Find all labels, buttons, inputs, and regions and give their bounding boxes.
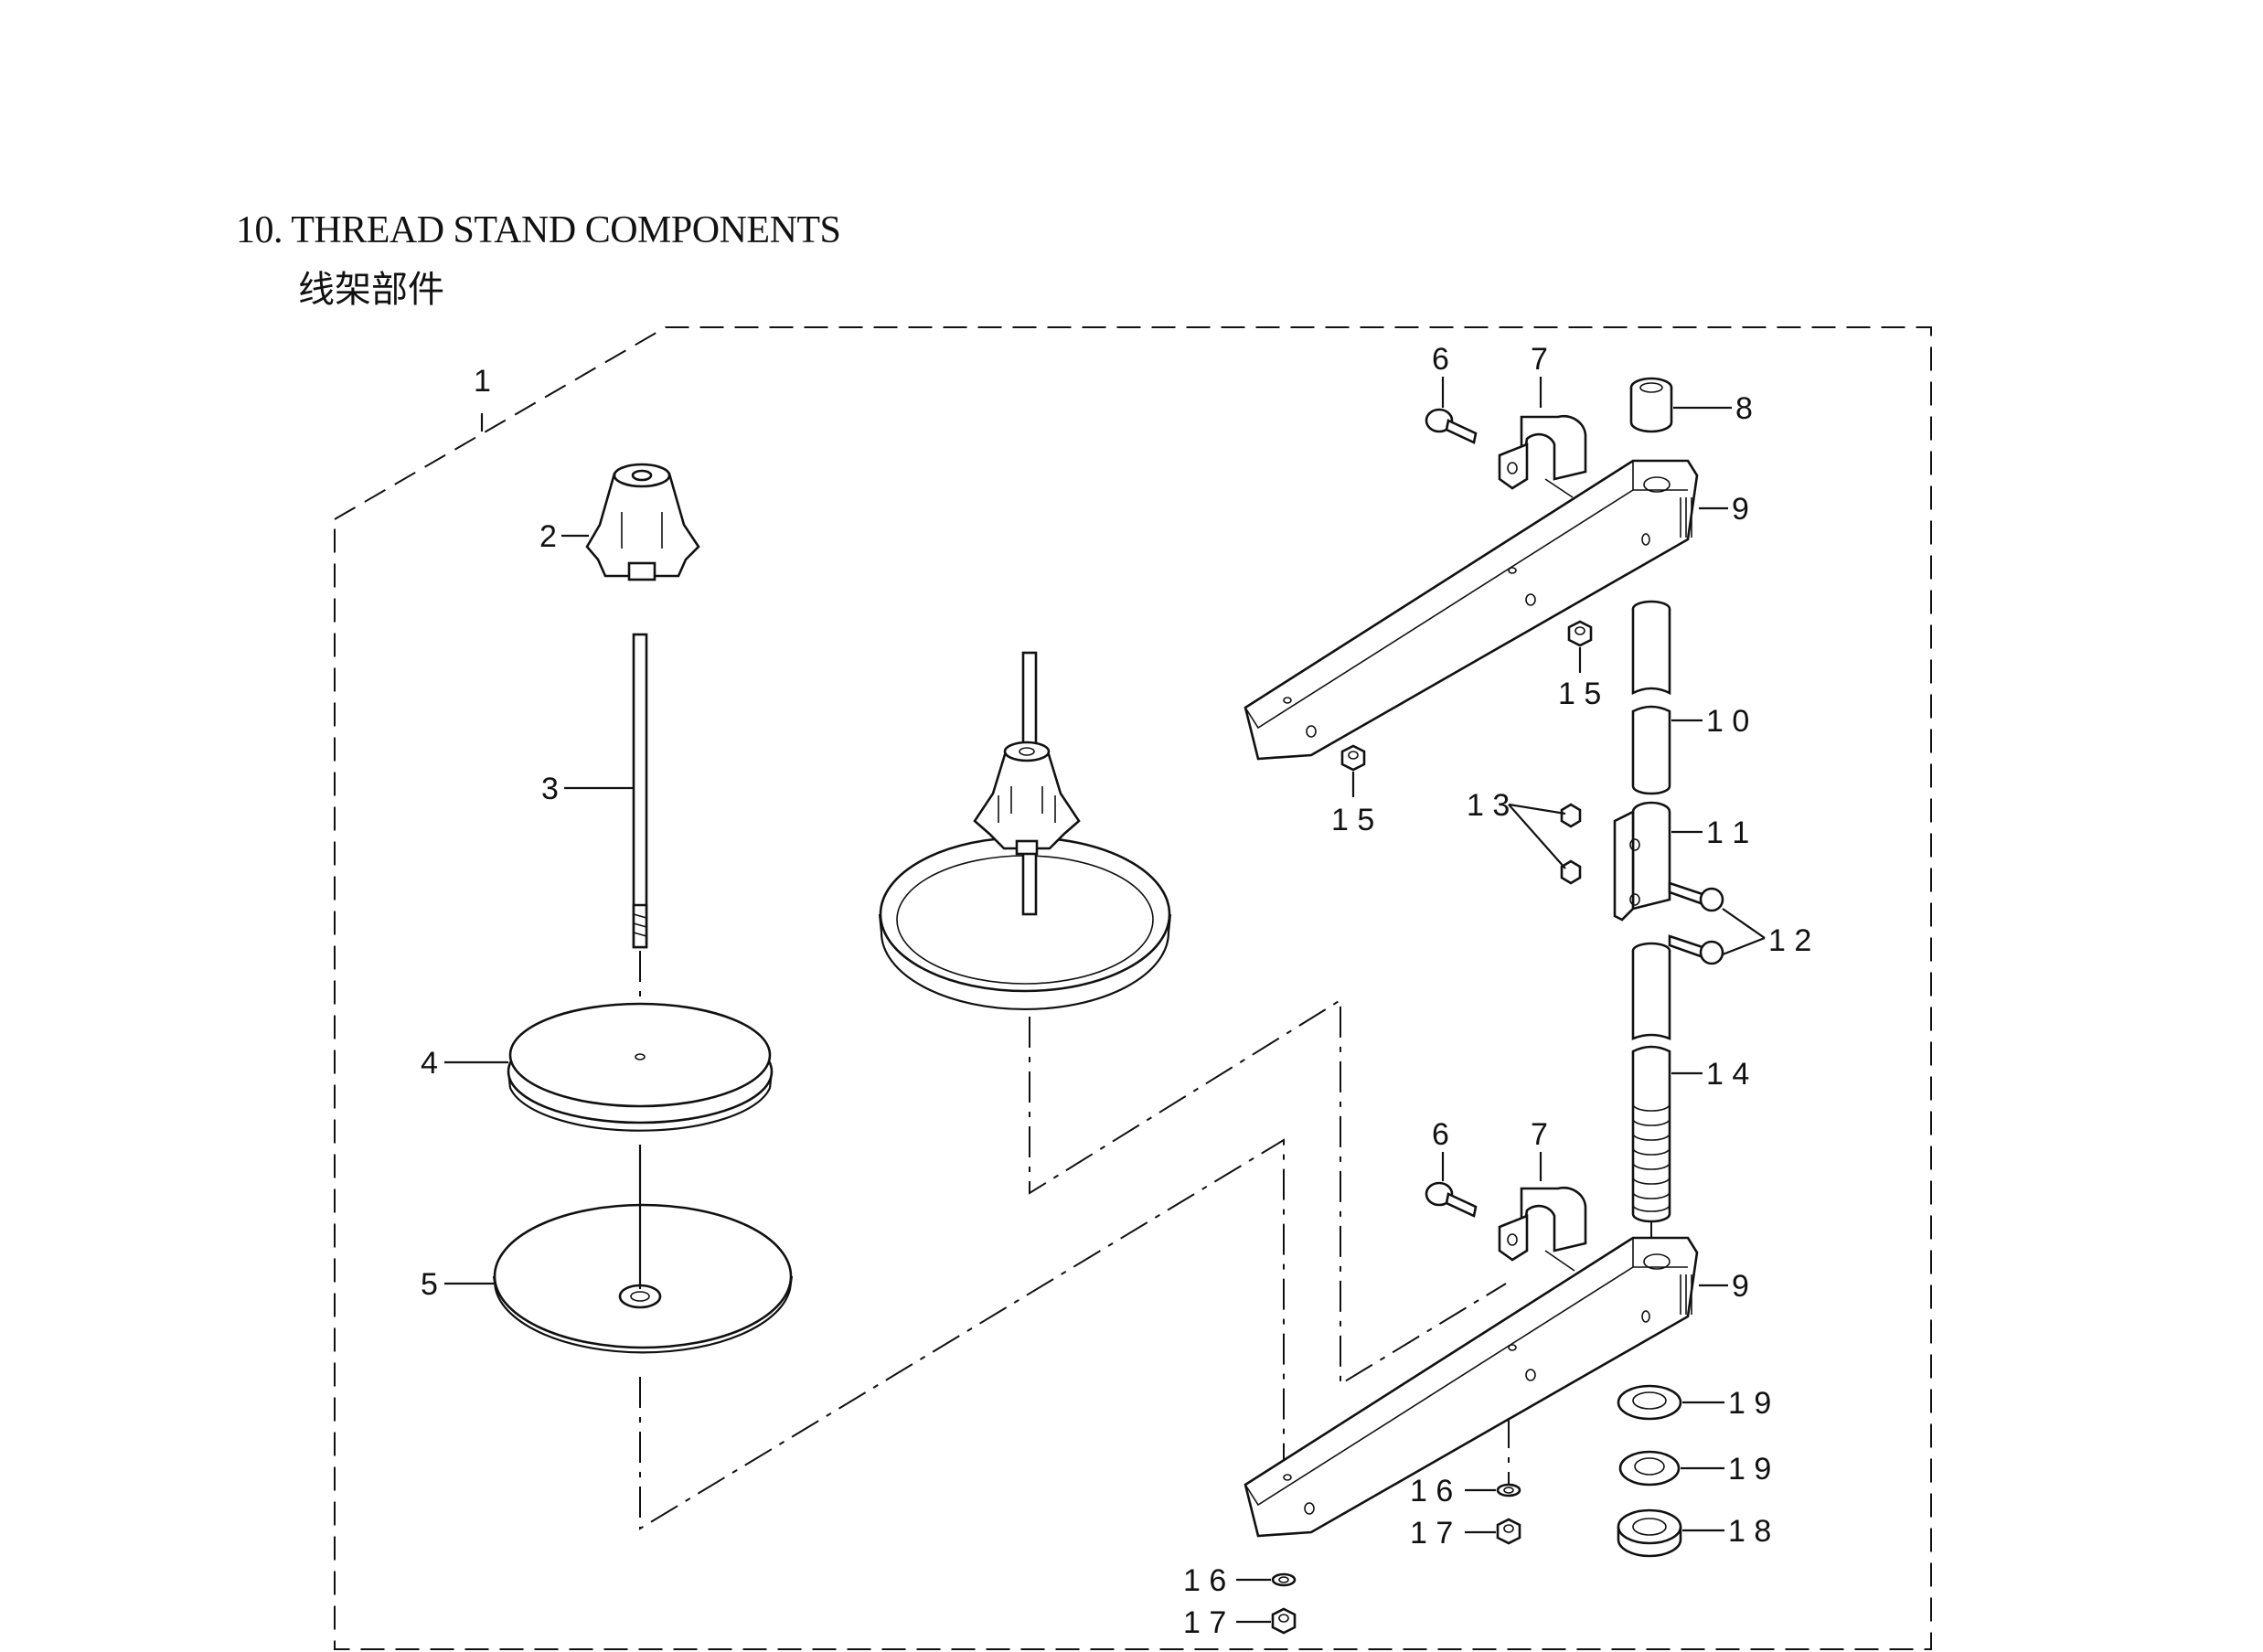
- thumb-screw-upper: [1425, 408, 1478, 444]
- assembly-boundary: [334, 326, 1932, 1650]
- nut-15-left: [1340, 744, 1366, 772]
- nuts-13: [1560, 803, 1582, 885]
- nut-15-right: [1567, 620, 1593, 647]
- leader-13b: [1508, 804, 1566, 869]
- callout-17a: 1 7: [1410, 1516, 1453, 1551]
- callout-7b: 7: [1531, 1117, 1548, 1152]
- callout-2: 2: [539, 519, 557, 554]
- callout-3: 3: [541, 772, 559, 806]
- washer-16-center: [1496, 1483, 1521, 1497]
- callout-6b: 6: [1432, 1117, 1449, 1152]
- clamp-link-lower: [1544, 1250, 1575, 1272]
- callout-16a: 1 6: [1410, 1474, 1453, 1508]
- callout-19b: 1 9: [1728, 1452, 1771, 1487]
- thread-stand-rod: [632, 633, 648, 949]
- callout-7a: 7: [1531, 342, 1548, 377]
- leader-12a: [1722, 908, 1766, 939]
- callout-8: 8: [1735, 391, 1753, 426]
- tube-connector: [1613, 801, 1671, 922]
- clamp-lower: [1498, 1187, 1587, 1262]
- callout-9a: 9: [1732, 492, 1749, 527]
- leader-12b: [1722, 936, 1766, 956]
- callout-4: 4: [421, 1046, 438, 1081]
- upper-tube: [1631, 600, 1671, 795]
- callout-16b: 1 6: [1183, 1563, 1226, 1598]
- spool-holder-cone: [585, 463, 700, 581]
- assembly-path-left: [639, 1138, 1285, 1530]
- nut-18: [1617, 1508, 1682, 1558]
- clamp-upper: [1498, 415, 1587, 490]
- screws-12: [1668, 881, 1724, 965]
- callout-19a: 1 9: [1728, 1386, 1771, 1421]
- tube-cap: [1629, 377, 1673, 433]
- callout-14: 1 4: [1706, 1057, 1749, 1092]
- callout-15a: 1 5: [1558, 677, 1601, 711]
- callout-12: 1 2: [1768, 923, 1811, 958]
- callout-15b: 1 5: [1331, 803, 1374, 837]
- page-title: 10. THREAD STAND COMPONENTS: [236, 209, 841, 251]
- assembly-path-center: [1029, 998, 1507, 1386]
- clamp-link-upper: [1544, 478, 1574, 498]
- callout-18: 1 8: [1728, 1514, 1771, 1549]
- washer-19-bottom: [1618, 1450, 1681, 1487]
- callout-13: 1 3: [1467, 788, 1510, 823]
- thumb-screw-lower: [1425, 1181, 1478, 1218]
- leader-13a: [1508, 803, 1566, 815]
- callout-9b: 9: [1732, 1269, 1749, 1304]
- threaded-tube: [1631, 942, 1671, 1223]
- lower-arm: [1244, 1236, 1699, 1538]
- page-subtitle: 线架部件: [298, 269, 444, 311]
- upper-arm: [1244, 459, 1699, 761]
- spool-disc: [507, 1002, 774, 1132]
- nut-17-center: [1496, 1518, 1521, 1545]
- callout-17b: 1 7: [1183, 1605, 1226, 1640]
- assembled-spool-holder: [878, 651, 1172, 1011]
- callout-6a: 6: [1432, 342, 1449, 377]
- callout-5: 5: [421, 1267, 438, 1302]
- nut-17-left: [1271, 1607, 1297, 1635]
- base-disc: [492, 1203, 794, 1354]
- callout-10: 1 0: [1706, 704, 1749, 739]
- callout-11: 1 1: [1706, 815, 1749, 850]
- washer-19-top: [1617, 1384, 1682, 1421]
- washer-16-left: [1271, 1572, 1297, 1587]
- callout-1: 1: [474, 364, 491, 399]
